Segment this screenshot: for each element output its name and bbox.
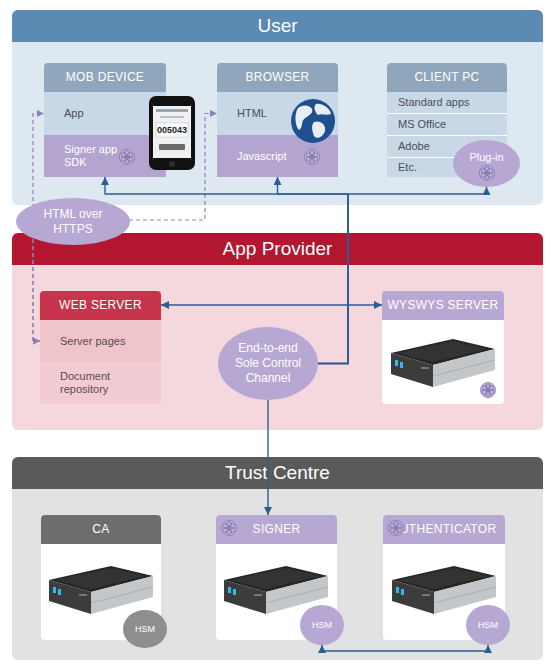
component-box: AUTHENTICATORHSM <box>383 515 505 640</box>
ellipse-label: HSM <box>468 605 508 645</box>
ellipse-outline <box>453 140 520 187</box>
component-row: App <box>44 92 166 135</box>
ellipse-shape <box>453 140 520 187</box>
component-box: MOB DEVICEAppSigner app SDK <box>44 63 166 177</box>
component-box: WEB SERVERServer pagesDocument repositor… <box>40 291 161 404</box>
band-heading: Trust Centre <box>12 457 543 489</box>
component-row: Standard apps <box>387 92 507 113</box>
ellipse-shape <box>123 610 167 648</box>
row-label: Signer app SDK <box>64 135 124 177</box>
component-box: CAHSM <box>41 515 161 640</box>
ellipse-shape <box>300 605 344 645</box>
ellipse-label: HTML over HTTPS <box>33 198 113 245</box>
box-heading: BROWSER <box>217 63 338 92</box>
row-label: MS Office <box>398 114 499 135</box>
ellipse-label: Plug-in <box>457 140 517 187</box>
component-row: MS Office <box>387 114 507 135</box>
component-row: Signer app SDK <box>44 135 166 177</box>
box-heading: SIGNER <box>216 515 337 544</box>
ellipse-label: HSM <box>125 610 165 648</box>
ellipse-shape <box>16 198 130 245</box>
channel-ellipse: End-to-end Sole Control Channel <box>218 327 318 400</box>
ellipse-label: HSM <box>302 605 342 645</box>
row-label: Standard apps <box>398 92 499 113</box>
component-row: Javascript <box>217 135 338 177</box>
row-label: HTML <box>237 92 330 135</box>
swimlane-band: UserMOB DEVICEAppSigner app SDK BROWSERHT… <box>12 10 543 205</box>
screen-code: 005043 <box>153 124 191 136</box>
component-box: CLIENT PCStandard appsMS OfficeAdobeEtc.… <box>387 63 507 177</box>
row-label: App <box>64 92 158 135</box>
box-heading: WYSWYS SERVER <box>382 291 504 320</box>
swimlane-band: Trust CentreCAHSMSIGNERHSMAUTHENTICATORH… <box>12 457 543 660</box>
channel-ellipse: HSM <box>300 605 344 645</box>
box-heading: CA <box>41 515 161 544</box>
row-label: Javascript <box>237 135 296 177</box>
component-box: BROWSERHTMLJavascript <box>217 63 338 177</box>
channel-ellipse: HSM <box>123 610 167 648</box>
channel-ellipse: HTML over HTTPS <box>16 198 130 245</box>
channel-ellipse: HSM <box>466 605 510 645</box>
box-heading: AUTHENTICATOR <box>383 515 505 544</box>
band-heading: User <box>12 10 543 42</box>
component-box: SIGNERHSM <box>216 515 337 640</box>
box-heading: MOB DEVICE <box>44 63 166 92</box>
box-heading: CLIENT PC <box>387 63 507 92</box>
ellipse-label: End-to-end Sole Control Channel <box>228 327 308 400</box>
ellipse-shape <box>466 605 510 645</box>
component-row: Server pages <box>40 320 161 362</box>
row-label: Document repository <box>60 362 131 404</box>
component-row: Document repository <box>40 362 161 404</box>
swimlane-band: App ProviderWEB SERVERServer pagesDocume… <box>12 233 543 430</box>
row-label: Server pages <box>60 320 153 362</box>
ellipse-shape <box>218 327 318 400</box>
channel-ellipse: Plug-in <box>453 140 520 187</box>
component-box: WYSWYS SERVER <box>382 291 504 404</box>
box-heading: WEB SERVER <box>40 291 161 320</box>
component-row: HTML <box>217 92 338 135</box>
